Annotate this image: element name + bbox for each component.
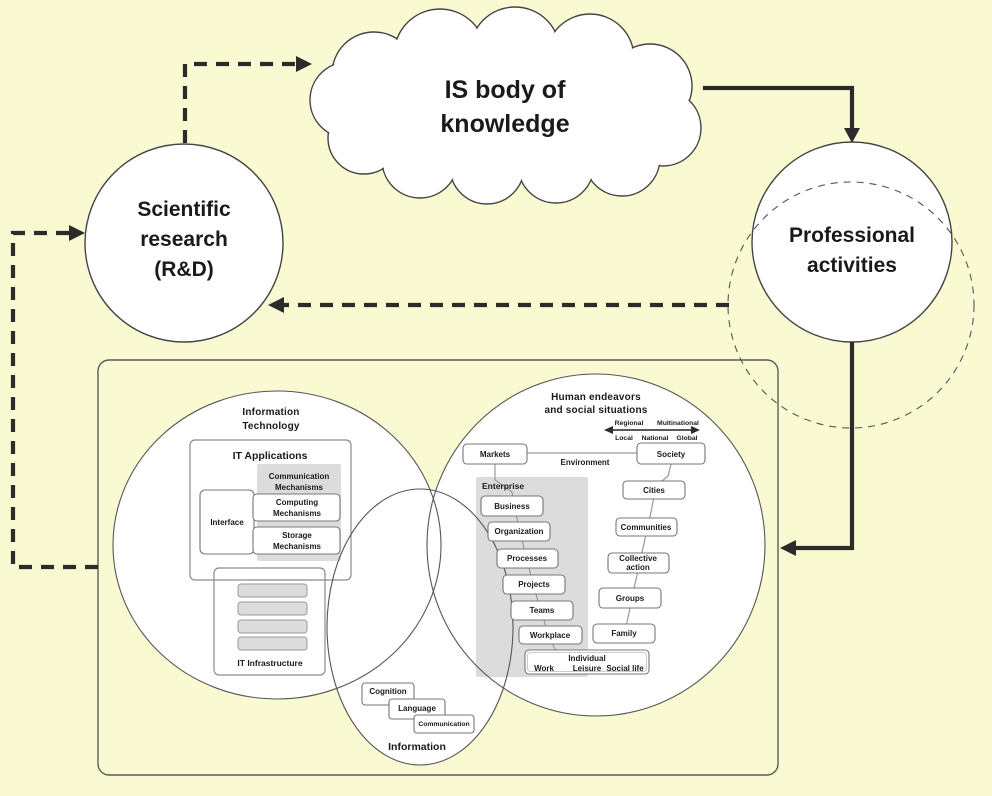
communication-box <box>413 714 475 734</box>
groups-box <box>598 587 662 609</box>
communities-label: Communities <box>621 523 672 532</box>
interface-label: Interface <box>210 518 244 527</box>
processes-label: Processes <box>507 554 548 563</box>
individual-label: Individual <box>568 654 605 663</box>
it-circle-title-line2: Technology <box>242 421 300 432</box>
storage-mechanisms-box <box>252 526 341 555</box>
computing-mechanisms-box <box>252 493 341 522</box>
business-box <box>480 495 544 517</box>
scale-axis: Regional Multinational Local National Gl… <box>604 420 700 442</box>
arrow-professional-to-framework-head <box>780 540 796 556</box>
arrow-research-to-bok <box>182 61 298 143</box>
is-body-of-knowledge-cloud: IS body of knowledge <box>309 6 702 205</box>
cognition-label: Cognition <box>369 687 406 696</box>
workplace-label: Workplace <box>530 631 571 640</box>
communication-label: Communication <box>418 721 469 728</box>
human-title-line2: and social situations <box>544 405 647 416</box>
it-applications-box <box>189 439 352 581</box>
communication-mechanisms-label-line1: Communication <box>269 472 330 481</box>
information-ellipse <box>326 488 514 766</box>
society-box <box>636 442 706 465</box>
arrow-professional-to-research-head <box>268 297 284 313</box>
processes-box <box>496 548 559 569</box>
communication-mechanisms-label-line2: Mechanisms <box>275 483 324 492</box>
arrow-professional-to-framework <box>794 342 855 551</box>
storage-mechanisms-label-line2: Mechanisms <box>273 542 322 551</box>
dashed-outline-circle <box>727 181 975 429</box>
society-label: Society <box>657 450 686 459</box>
individual-social-life-label: Social life <box>606 664 644 673</box>
organization-box <box>487 521 551 542</box>
cities-label: Cities <box>643 486 665 495</box>
storage-mechanisms-label-line1: Storage <box>282 531 312 540</box>
scale-global: Global <box>676 435 697 442</box>
projects-label: Projects <box>518 580 550 589</box>
cloud-label-line1: IS body of <box>445 76 567 104</box>
environment-label: Environment <box>561 458 610 467</box>
business-label: Business <box>494 502 530 511</box>
scale-local: Local <box>615 435 633 442</box>
professional-label-line2: activities <box>807 254 897 277</box>
computing-mechanisms-label-line1: Computing <box>276 498 318 507</box>
scale-left-arrowhead <box>604 426 613 434</box>
venn-outlines <box>112 373 766 766</box>
individual-box <box>524 649 650 675</box>
communities-box <box>615 517 678 537</box>
professional-label-line1: Professional <box>789 224 915 247</box>
it-infrastructure-title: IT Infrastructure <box>237 658 302 668</box>
scale-regional: Regional <box>615 420 644 427</box>
scientific-label-line2: research <box>140 228 228 251</box>
scientific-label-line1: Scientific <box>137 198 231 221</box>
interface-box <box>199 489 255 555</box>
it-infrastructure-bars <box>237 583 308 651</box>
arrow-framework-to-research <box>10 230 98 570</box>
individual-inner-outline <box>527 652 647 672</box>
workplace-box <box>518 625 583 645</box>
scientific-research-circle <box>84 143 284 343</box>
cloud-label-line2: knowledge <box>440 110 569 138</box>
family-label: Family <box>611 629 637 638</box>
arrow-framework-to-research-head <box>69 225 85 241</box>
language-label: Language <box>398 704 436 713</box>
family-box <box>592 623 656 644</box>
markets-label: Markets <box>480 450 511 459</box>
it-applications-title: IT Applications <box>233 450 308 462</box>
arrow-bok-to-professional <box>703 85 855 129</box>
arrow-research-to-bok-head <box>296 56 312 72</box>
groups-label: Groups <box>616 594 645 603</box>
enterprise-label: Enterprise <box>482 481 524 491</box>
computing-mechanisms-label-line2: Mechanisms <box>273 509 322 518</box>
information-title: Information <box>388 741 446 753</box>
markets-box <box>462 443 528 465</box>
human-endeavors-circle <box>426 373 766 717</box>
human-title-line1: Human endeavors <box>551 392 641 403</box>
teams-label: Teams <box>530 606 555 615</box>
collective-action-label-line1: Collective <box>619 554 657 563</box>
it-circle-title-line1: Information <box>242 407 299 418</box>
scale-right-arrowhead <box>691 426 700 434</box>
scientific-label-line3: (R&D) <box>154 258 213 281</box>
teams-box <box>510 600 574 621</box>
projects-box <box>502 574 566 595</box>
it-infrastructure-box <box>213 567 326 676</box>
scale-national: National <box>642 435 669 442</box>
individual-leisure-label: Leisure <box>573 664 602 673</box>
cities-box <box>622 480 686 500</box>
information-technology-circle <box>112 390 442 700</box>
collective-action-box <box>607 552 670 574</box>
organization-label: Organization <box>495 527 544 536</box>
arrow-bok-to-professional-head <box>844 128 860 143</box>
scale-multinational: Multinational <box>657 420 699 427</box>
collective-action-label-line2: action <box>626 563 650 572</box>
individual-work-label: Work <box>534 664 554 673</box>
